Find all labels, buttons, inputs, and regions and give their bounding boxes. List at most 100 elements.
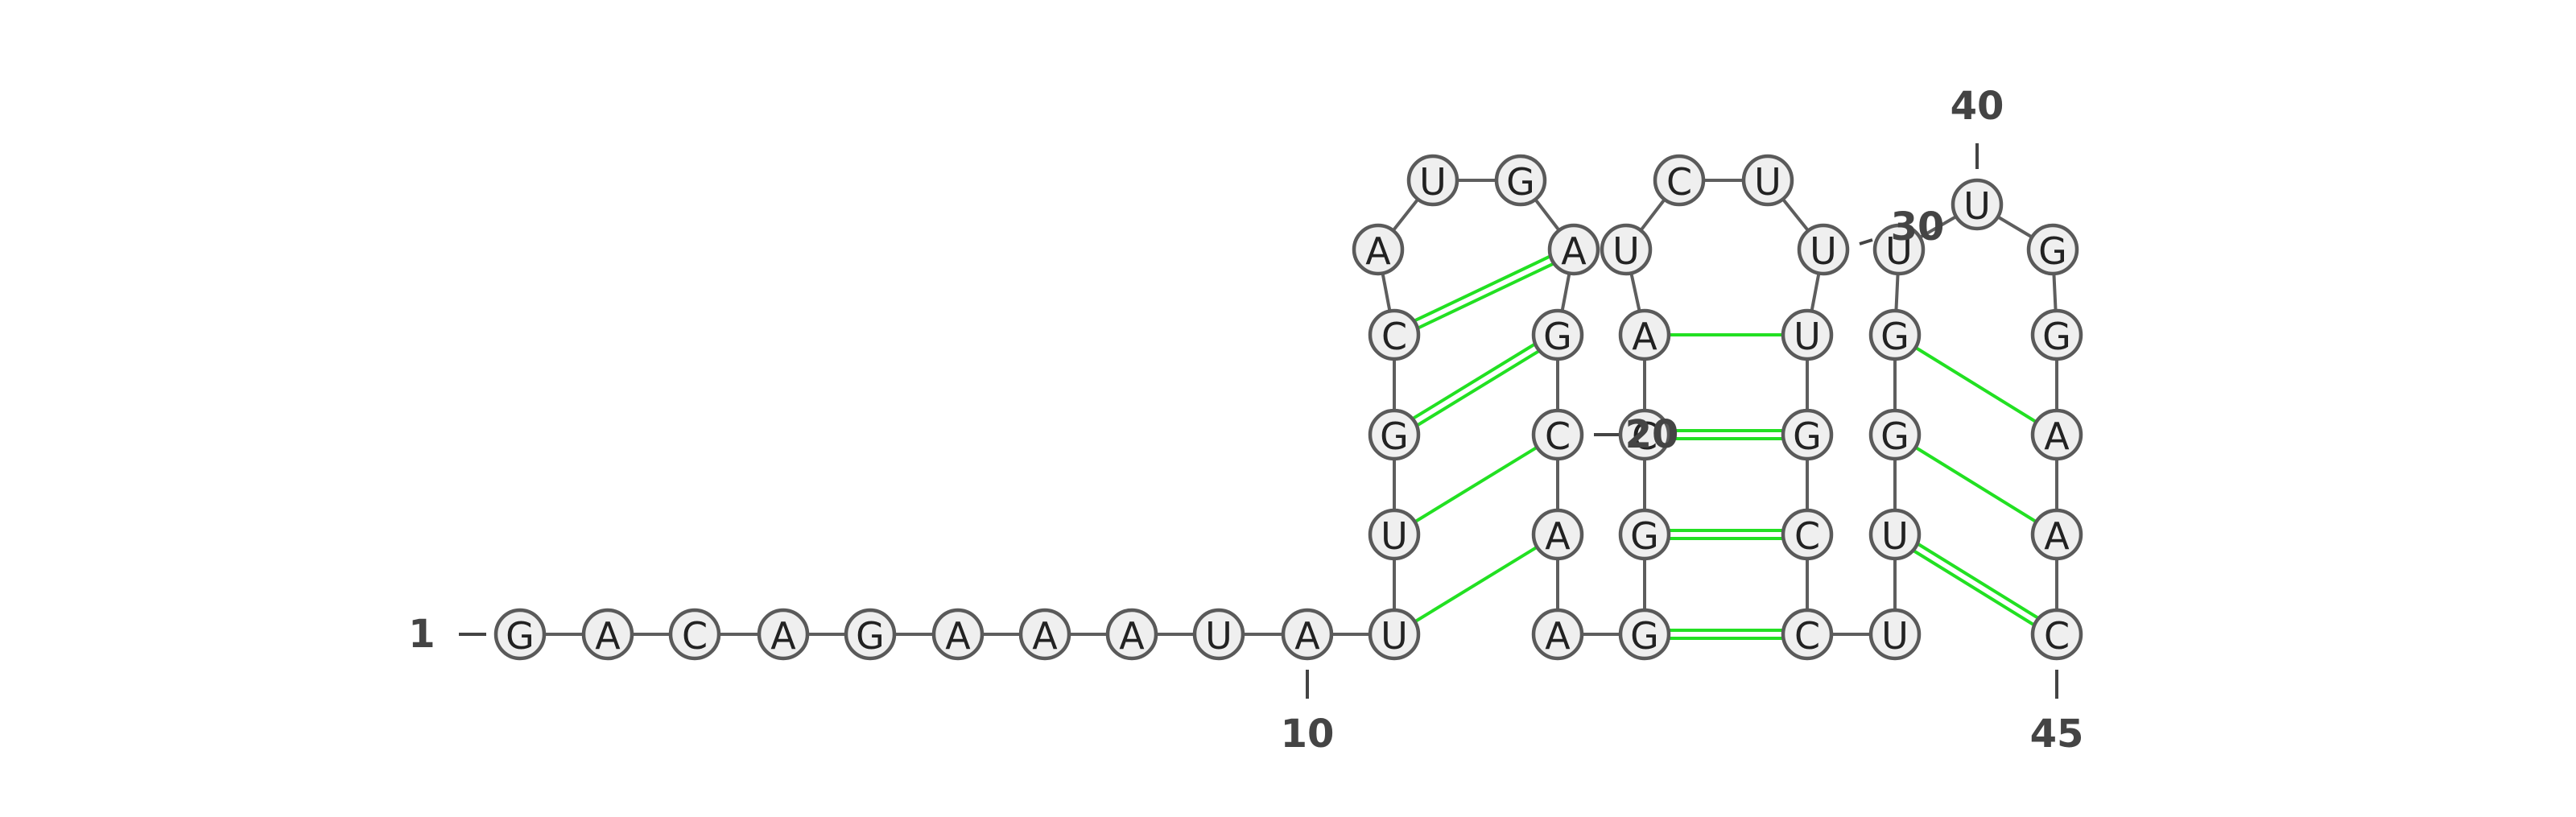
nucleotide: U	[1951, 178, 2004, 231]
nucleotide: U	[1781, 308, 1834, 361]
nucleotide-circle	[2030, 408, 2083, 461]
nucleotide-letter: G	[1380, 415, 1409, 458]
nucleotide-circle	[1531, 308, 1584, 361]
nucleotide-circle	[844, 608, 897, 661]
nucleotide-circle	[1494, 154, 1547, 207]
nucleotide-letter: G	[1630, 614, 1659, 658]
nucleotide-letter: G	[2038, 229, 2067, 273]
position-label: 30	[1891, 204, 1945, 250]
position-label: 20	[1625, 412, 1679, 457]
nucleotide: C	[1781, 508, 1834, 561]
nucleotide-circle	[1618, 508, 1671, 561]
nucleotide: C	[668, 608, 721, 661]
nucleotide: A	[1352, 223, 1405, 276]
nucleotide: A	[2030, 508, 2083, 561]
nucleotide-letter: G	[506, 614, 535, 658]
nucleotide-circle	[1868, 508, 1922, 561]
nucleotide-letter: U	[1419, 160, 1447, 204]
nucleotide-circle	[1281, 608, 1334, 661]
nucleotide-circle	[1531, 408, 1584, 461]
position-label: 1	[408, 612, 435, 657]
nucleotide-circle	[493, 608, 547, 661]
nucleotide: A	[1281, 608, 1334, 661]
nucleotide: A	[931, 608, 985, 661]
base-pair-line	[1417, 262, 1554, 330]
nucleotide-circle	[757, 608, 810, 661]
nucleotide-letter: U	[1381, 614, 1408, 658]
nucleotide-circle	[1781, 608, 1834, 661]
nucleotide-letter: C	[1381, 315, 1407, 358]
nucleotide: C	[1531, 408, 1584, 461]
base-pair-layer	[1411, 254, 2040, 640]
base-pair-line	[1914, 446, 2037, 523]
nucleotide: C	[2030, 608, 2083, 661]
nucleotide-letter: U	[1963, 184, 1991, 228]
nucleotide-circle	[1872, 223, 1926, 276]
nucleotide-letter: G	[1506, 160, 1535, 204]
nucleotide: G	[1868, 408, 1922, 461]
nucleotide-circle	[1618, 408, 1671, 461]
nucleotide: G	[2030, 308, 2083, 361]
nucleotide-letter: G	[856, 614, 885, 658]
nucleotide-circle	[1781, 308, 1834, 361]
nucleotide-letter: C	[2044, 614, 2070, 658]
nucleotide: A	[1547, 223, 1600, 276]
position-label: 45	[2030, 712, 2084, 757]
nucleotide: G	[493, 608, 547, 661]
nucleotide: U	[1868, 508, 1922, 561]
nucleotide: A	[2030, 408, 2083, 461]
base-pair-line	[1414, 545, 1538, 624]
nucleotide: G	[1618, 508, 1671, 561]
nucleotide-circle	[1406, 154, 1459, 207]
nucleotide: G	[1781, 408, 1834, 461]
nucleotide: C	[1368, 308, 1421, 361]
nucleotide-letter: A	[1365, 229, 1391, 273]
nucleotide: G	[1494, 154, 1547, 207]
nucleotide: G	[1618, 608, 1671, 661]
nucleotide-circle	[1547, 223, 1600, 276]
nucleotide-letter: A	[1545, 514, 1571, 558]
nucleotide-circle	[1368, 308, 1421, 361]
nucleotide: U	[1797, 223, 1850, 276]
nucleotide-circle	[1797, 223, 1850, 276]
nucleotide-letter: C	[1545, 415, 1571, 458]
nucleotide: A	[757, 608, 810, 661]
nucleotide: G	[1368, 408, 1421, 461]
nucleotide-circle	[1531, 508, 1584, 561]
nucleotide-circle	[1653, 154, 1706, 207]
nucleotide-circle	[2030, 508, 2083, 561]
nucleotide-circle	[1868, 308, 1922, 361]
nucleotide-letter: A	[1294, 614, 1320, 658]
nucleotide-circle	[1741, 154, 1794, 207]
nucleotide-letter: U	[1794, 315, 1821, 358]
nucleotide: U	[1192, 608, 1245, 661]
nucleotide-circle	[2030, 308, 2083, 361]
nucleotide: G	[2026, 223, 2079, 276]
nucleotide-letter: C	[682, 614, 708, 658]
nucleotide-letter: U	[1754, 160, 1781, 204]
base-pair-line	[1414, 445, 1538, 524]
nucleotide-circle	[1618, 608, 1671, 661]
nucleotide-letter: U	[1381, 514, 1408, 558]
nucleotide-letter: A	[2044, 415, 2070, 458]
base-pair-line	[1414, 254, 1551, 323]
nucleotide-letter: U	[1205, 614, 1232, 658]
nucleotide-letter: A	[2044, 514, 2070, 558]
nucleotide-circle	[1951, 178, 2004, 231]
nucleotide-letter: U	[1885, 229, 1913, 273]
nucleotide-letter: G	[1630, 514, 1659, 558]
nucleotide-letter: C	[1794, 614, 1820, 658]
nucleotide-circle	[1192, 608, 1245, 661]
nucleotide: A	[1618, 308, 1671, 361]
nucleotide: C	[1653, 154, 1706, 207]
nucleotide: U	[1600, 223, 1653, 276]
nucleotide-circle	[1368, 508, 1421, 561]
nucleotide-circle	[2030, 608, 2083, 661]
nucleotide: U	[1868, 608, 1922, 661]
nucleotide: U	[1872, 223, 1926, 276]
nucleotide: U	[1368, 508, 1421, 561]
nucleotide-letter: A	[1545, 614, 1571, 658]
nucleotide: C	[1618, 408, 1671, 461]
base-pair-line	[1416, 349, 1541, 427]
